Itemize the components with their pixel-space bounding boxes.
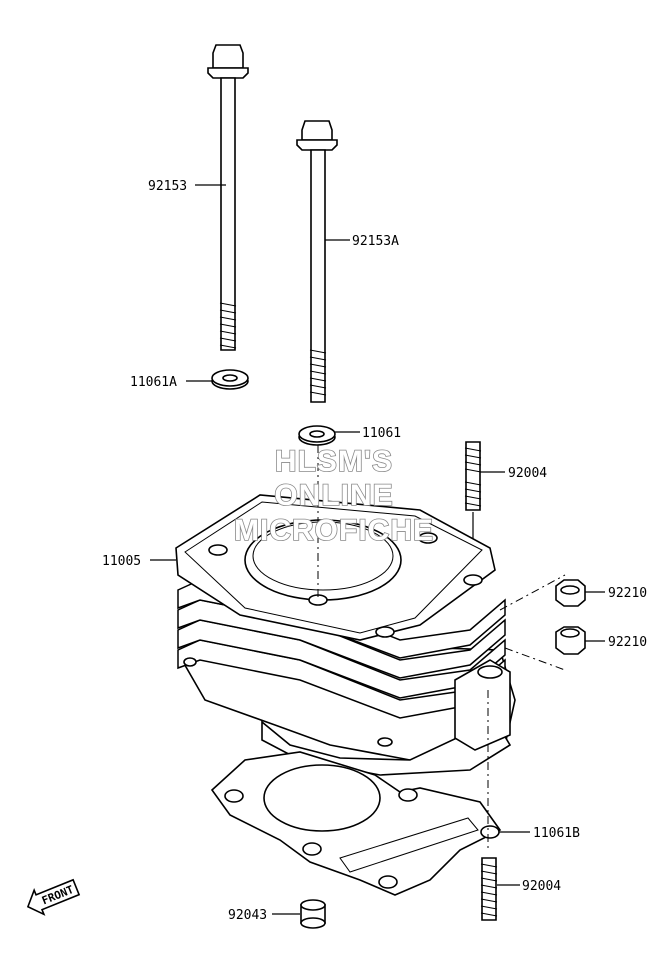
leader-lines xyxy=(150,184,605,915)
assembly-guide-lines xyxy=(317,445,566,850)
stud-92004-bottom[interactable] xyxy=(480,857,498,921)
bolt-92153a[interactable] xyxy=(296,120,338,403)
watermark-line-3: MICROFICHE xyxy=(234,514,434,547)
washer-11061[interactable] xyxy=(298,425,336,446)
label-11061b: 11061B xyxy=(533,826,580,841)
label-92210-lower: 92210 xyxy=(608,635,647,650)
label-11061: 11061 xyxy=(362,426,401,441)
label-92153: 92153 xyxy=(148,179,187,194)
label-92210-upper: 92210 xyxy=(608,586,647,601)
label-92004-bottom: 92004 xyxy=(522,879,561,894)
cylinder-11005[interactable] xyxy=(175,494,516,776)
label-92043: 92043 xyxy=(228,908,267,923)
cylinder-base-gasket[interactable] xyxy=(210,751,502,896)
watermark-line-1: HLSM'S xyxy=(275,445,393,478)
nut-92210-lower[interactable] xyxy=(555,626,586,655)
front-arrow-icon xyxy=(26,878,81,916)
front-arrow-badge: FRONT xyxy=(26,878,81,916)
bolt-92153[interactable] xyxy=(207,44,249,351)
label-11061a: 11061A xyxy=(130,375,177,390)
label-92153a: 92153A xyxy=(352,234,399,249)
label-92004-top: 92004 xyxy=(508,466,547,481)
watermark-line-2: ONLINE xyxy=(274,479,393,512)
nut-92210-upper[interactable] xyxy=(555,579,586,607)
label-11005: 11005 xyxy=(102,554,141,569)
dowel-pin-92043[interactable] xyxy=(300,899,326,929)
washer-11061a[interactable] xyxy=(211,369,249,390)
watermark: HLSM'S ONLINE MICROFICHE xyxy=(233,444,434,548)
